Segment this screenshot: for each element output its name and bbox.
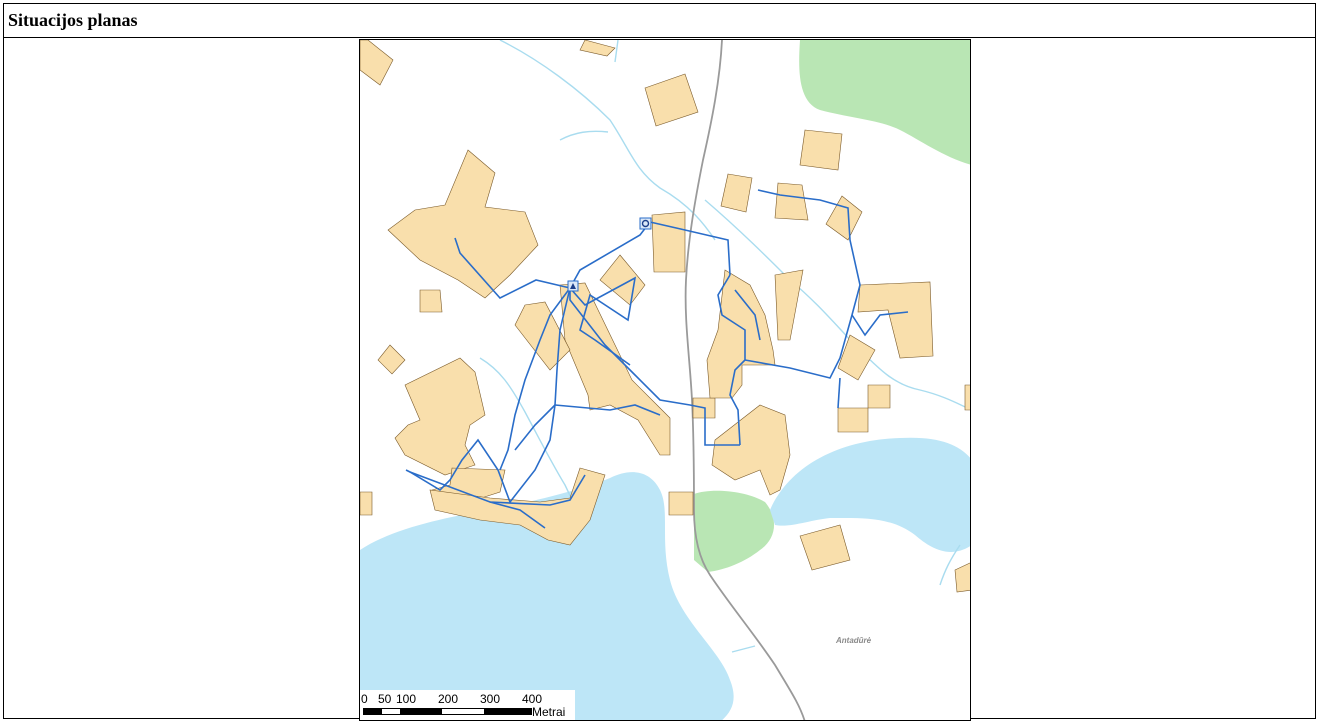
scale-tick-200: 200 [438, 692, 459, 706]
lake-southwest [360, 472, 734, 720]
scale-bar: 0 50 100 200 300 400 Metrai [360, 690, 575, 720]
valve-icon[interactable] [639, 217, 652, 230]
scale-bar-graphic [363, 708, 532, 715]
scale-segment [364, 709, 382, 714]
situation-map[interactable]: Antadūrė 0 50 100 200 300 400 Metrai [359, 39, 971, 721]
scale-tick-50: 50 [378, 692, 392, 706]
scale-tick-0: 0 [361, 692, 368, 706]
report-frame: Situacijos planas [3, 3, 1316, 721]
buildings [360, 40, 970, 593]
scale-tick-300: 300 [480, 692, 501, 706]
forest-area-south [694, 490, 775, 572]
scale-tick-400: 400 [522, 692, 543, 706]
place-label: Antadūrė [836, 636, 872, 645]
lake-east [770, 437, 970, 552]
station-icon[interactable] [567, 280, 579, 292]
title-row: Situacijos planas [4, 4, 1315, 38]
scale-segment [400, 709, 442, 714]
main-road [684, 40, 806, 720]
scale-unit: Metrai [532, 705, 566, 719]
scale-tick-100: 100 [396, 692, 417, 706]
map-canvas [360, 40, 970, 720]
scale-segment [484, 709, 531, 714]
page-title: Situacijos planas [8, 10, 138, 30]
forest-area-north [799, 40, 970, 165]
